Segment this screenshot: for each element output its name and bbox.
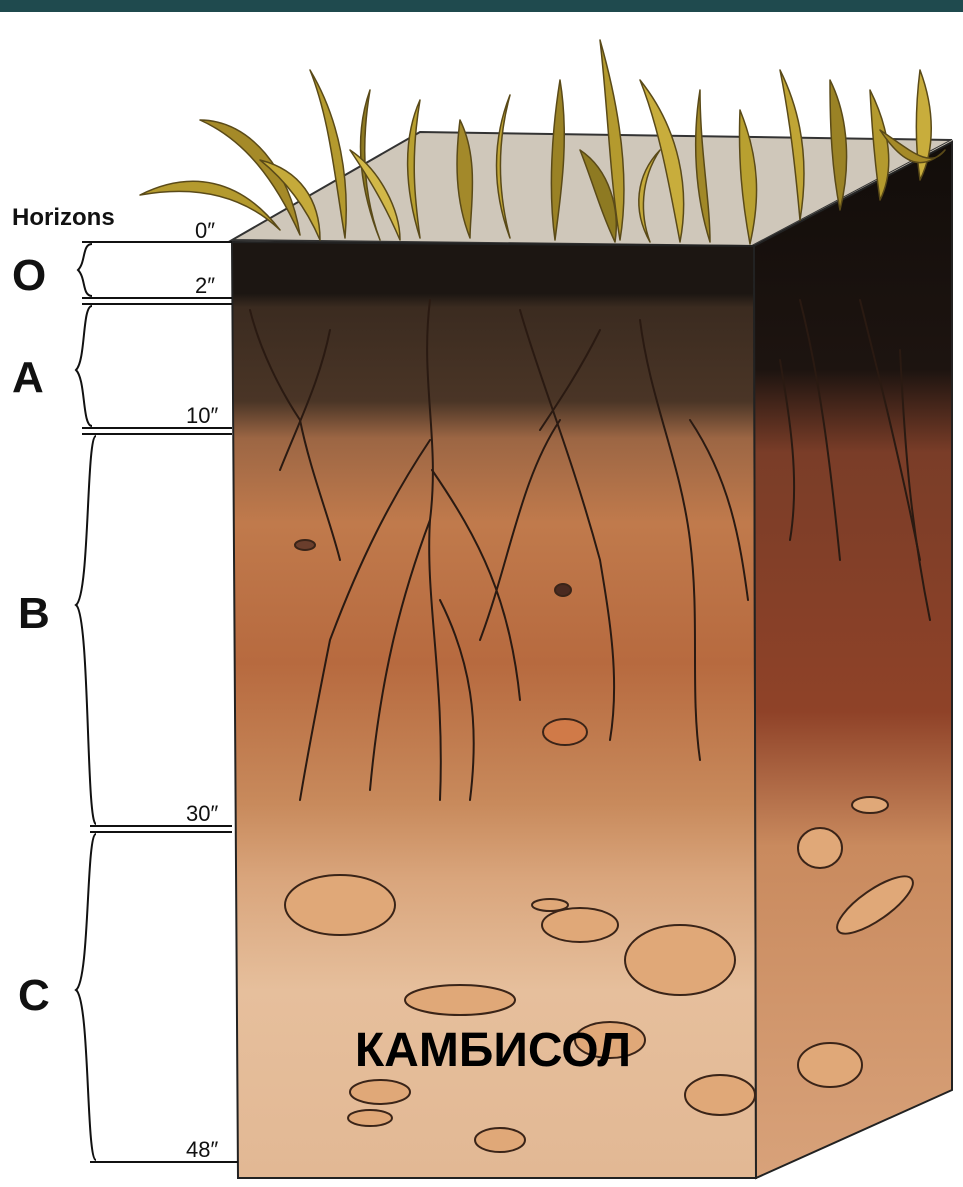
- horizon-b-label: B: [18, 589, 50, 638]
- horizon-c-label: C: [18, 971, 50, 1020]
- soil-type-label: КАМБИСОЛ: [355, 1024, 631, 1077]
- soil-side-face: [754, 142, 952, 1178]
- depth-marker-30: 30″: [186, 801, 218, 826]
- depth-marker-0: 0″: [195, 218, 215, 243]
- horizon-brackets: [76, 244, 96, 1160]
- depth-marker-2: 2″: [195, 273, 215, 298]
- horizon-boundary-lines: [82, 242, 238, 1162]
- horizon-o-label: O: [12, 251, 46, 300]
- depth-marker-10: 10″: [186, 403, 218, 428]
- horizon-a-label: A: [12, 353, 44, 402]
- diagram-title: Horizons: [12, 204, 115, 231]
- depth-marker-48: 48″: [186, 1137, 218, 1162]
